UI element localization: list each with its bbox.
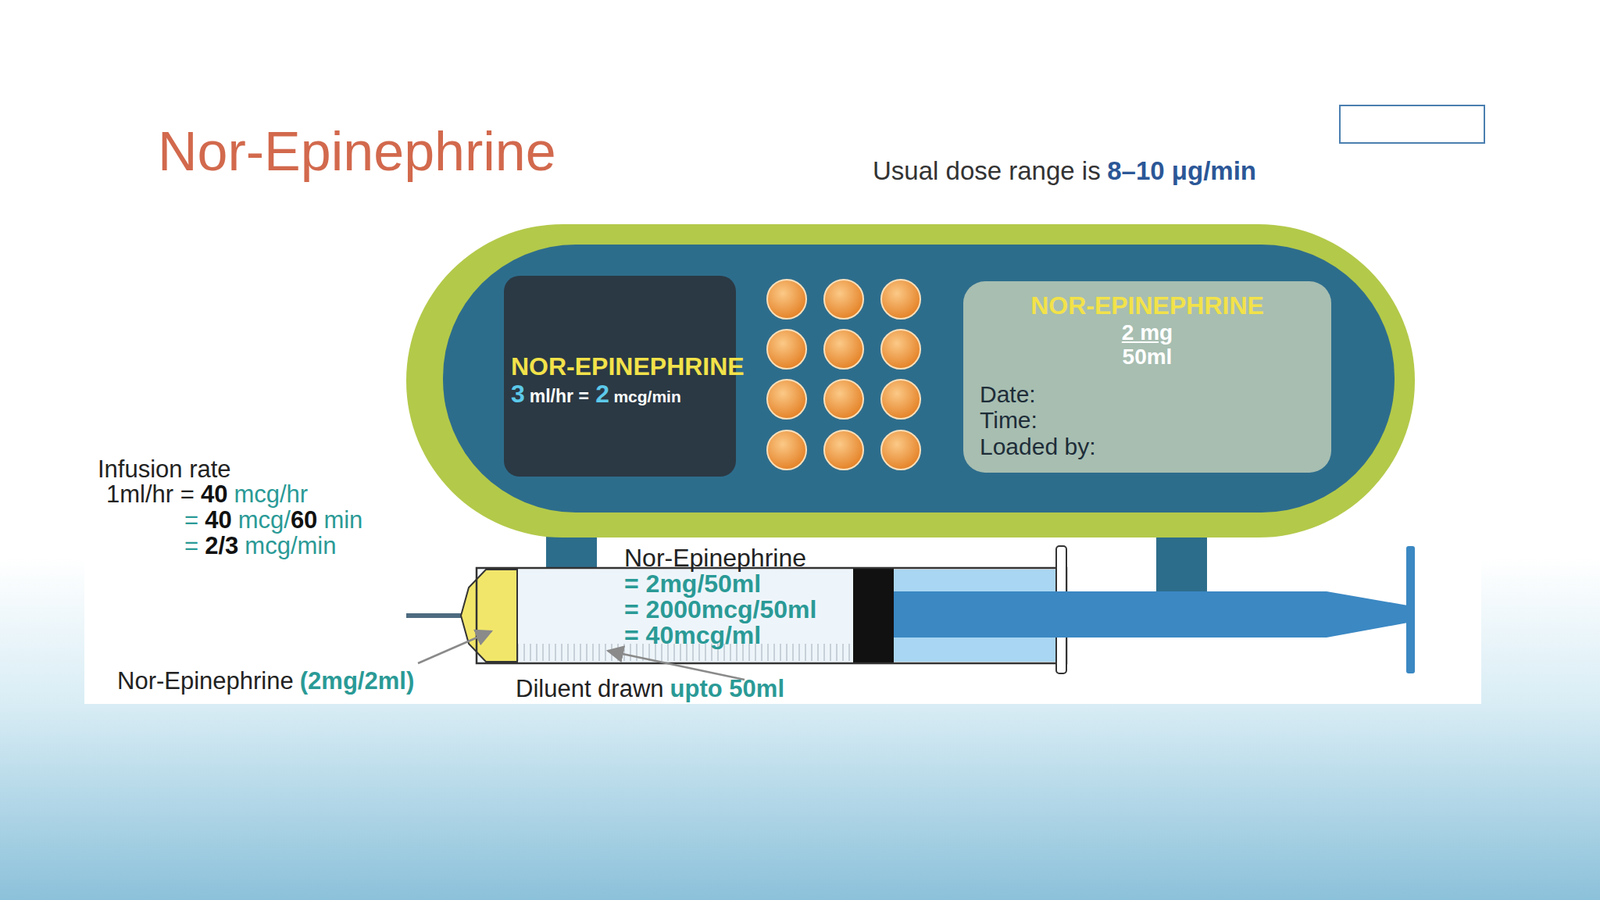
text-run: mcg/hr <box>233 481 308 508</box>
text-run: 2 <box>595 380 610 408</box>
text-line: Nor-Epinephrine(2mg/2ml) <box>117 667 415 695</box>
text-run: Loaded by: <box>979 433 1096 460</box>
text-run: 2/3 <box>204 532 239 560</box>
content-panel <box>84 101 1482 704</box>
empty-box <box>1339 105 1485 143</box>
text-run: 60 <box>290 507 318 534</box>
text-run: Nor-Epinephrine <box>117 667 294 695</box>
text-line: 2 mg <box>963 321 1332 346</box>
text-run: (2mg/2ml) <box>300 667 415 695</box>
text-line: = 2mg/50ml <box>624 570 761 598</box>
text-line: = 40mcg/ml <box>624 621 761 650</box>
plunger-stopper <box>853 567 894 664</box>
text-run: 40 <box>200 481 228 508</box>
text-line: =2/3mcg/min <box>184 532 336 560</box>
text-line: Date: <box>979 381 1036 408</box>
text-run: Time: <box>979 407 1038 433</box>
text-line: = 2000mcg/50ml <box>624 596 817 624</box>
text-line: NOR-EPINEPHRINE <box>963 292 1332 320</box>
text-run: Nor-Epinephrine <box>624 544 807 572</box>
text-line: 3ml/hr =2mcg/min <box>510 380 682 408</box>
text-run: = <box>184 507 199 534</box>
pump-screen: NOR-EPINEPHRINE3ml/hr =2mcg/min <box>503 275 736 477</box>
plunger-plate <box>1406 546 1415 674</box>
text-run: = 2000mcg/50ml <box>624 596 817 624</box>
pump-casing <box>406 224 1415 538</box>
text-line: 50ml <box>963 345 1332 370</box>
text-run: 2 mg <box>1121 321 1173 346</box>
text-line: Time: <box>979 407 1038 433</box>
syringe-fluid <box>517 569 854 662</box>
text-line: Nor-Epinephrine <box>624 544 807 572</box>
keypad <box>767 279 921 470</box>
text-run: Usual dose range is <box>872 157 1101 186</box>
slide-title: Nor-Epinephrine <box>157 121 557 183</box>
text-line: 1ml/hr =40mcg/hr <box>106 481 308 508</box>
text-run: = 40mcg/ml <box>624 621 761 650</box>
text-run: 40 <box>204 507 232 534</box>
text-run: min <box>323 507 363 534</box>
text-run: mcg/min <box>613 387 681 406</box>
text-run: = <box>184 532 199 560</box>
text-run: Date: <box>979 381 1036 408</box>
graduation-ticks <box>517 569 854 662</box>
text-line: =40mcg/60min <box>184 507 363 534</box>
syringe-hub <box>460 569 518 662</box>
plunger-rod <box>893 591 1408 638</box>
text-line: Infusion rate <box>97 456 232 483</box>
text-run: NOR-EPINEPHRINE <box>510 353 745 381</box>
syringe-barrel-box: Nor-Epinephrine= 2mg/50ml= 2000mcg/50ml=… <box>476 567 1067 664</box>
text-line: NOR-EPINEPHRINE <box>510 353 745 381</box>
text-run: Infusion rate <box>97 456 232 483</box>
text-run: 3 <box>510 380 525 408</box>
needle <box>406 613 463 618</box>
text-line: Loaded by: <box>979 433 1096 460</box>
text-run: 50ml <box>1122 345 1173 370</box>
text-run: = 2mg/50ml <box>624 570 761 598</box>
text-line: Diluent drawnupto 50ml <box>515 675 785 703</box>
text-run: 8–10 μg/min <box>1107 157 1257 186</box>
leader-arrow <box>417 631 492 664</box>
pump-face <box>442 244 1395 513</box>
text-run: NOR-EPINEPHRINE <box>1030 292 1265 320</box>
text-run: Diluent drawn <box>515 675 665 703</box>
syringe-label-panel: NOR-EPINEPHRINE2 mg50mlDate:Time:Loaded … <box>963 281 1332 473</box>
text-run: 1ml/hr = <box>106 481 195 508</box>
text-run: upto 50ml <box>670 675 785 703</box>
text-run: mcg/ <box>238 507 291 534</box>
text-run: mcg/min <box>244 532 336 560</box>
text-run: ml/hr = <box>529 386 590 407</box>
text-line: Usual dose range is8–10 μg/min <box>872 157 1257 186</box>
